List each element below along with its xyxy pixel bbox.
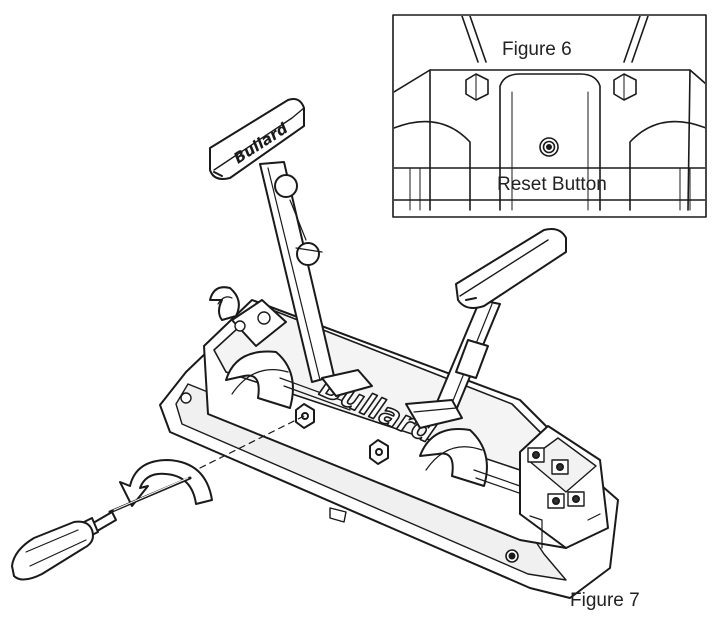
screwdriver-icon xyxy=(11,476,192,581)
hose-fitting-1 xyxy=(527,447,545,463)
reset-button-label: Reset Button xyxy=(497,174,607,195)
reset-alignment-line xyxy=(199,415,305,469)
front-screw-center xyxy=(369,439,389,465)
hose-fitting-3 xyxy=(547,493,565,509)
inset-right-bolt xyxy=(613,73,637,101)
hose-fitting-2 xyxy=(551,459,569,475)
figure-6-inset xyxy=(392,14,707,218)
counterclockwise-arrow-icon xyxy=(119,459,213,507)
inset-left-bolt xyxy=(465,73,489,101)
release-lever xyxy=(209,286,240,321)
front-screw-left xyxy=(295,403,315,429)
reset-button-icon xyxy=(539,137,559,157)
hose-fitting-4 xyxy=(567,491,585,507)
figure-6-label: Figure 6 xyxy=(502,39,572,60)
hydraulic-pedal-unit: Bullard xyxy=(159,286,619,599)
right-pedal xyxy=(405,228,567,429)
figure-7-label: Figure 7 xyxy=(570,590,640,611)
